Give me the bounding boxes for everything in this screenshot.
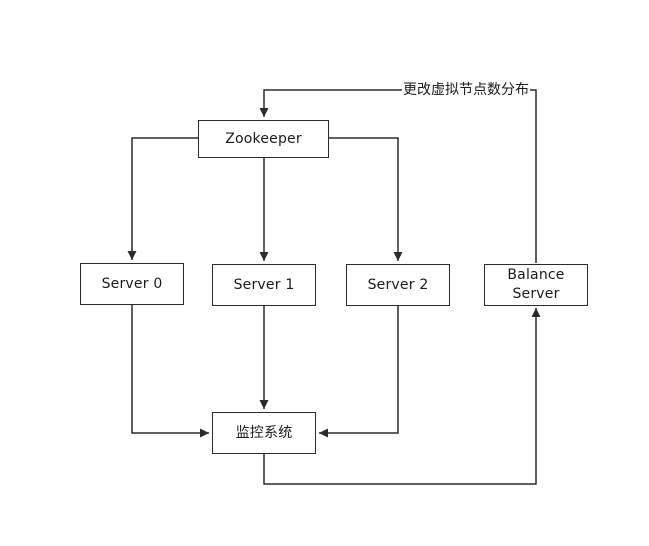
node-monitoring-system-label: 监控系统 [235, 424, 293, 441]
node-balance-server-label-line1: Balance [507, 267, 565, 283]
edge-balance-to-zookeeper [259, 89, 537, 263]
node-monitoring-system: 监控系统 [212, 412, 316, 454]
node-zookeeper-label: Zookeeper [225, 130, 302, 147]
edge-zookeeper-to-server2 [329, 137, 403, 261]
node-server-0-label: Server 0 [101, 275, 163, 292]
node-server-1: Server 1 [212, 264, 316, 306]
node-balance-server: Balance Server [484, 264, 588, 306]
node-zookeeper: Zookeeper [198, 120, 329, 158]
node-server-2-label: Server 2 [367, 276, 429, 293]
edge-monitor-to-balance [263, 308, 541, 485]
node-server-0: Server 0 [80, 263, 184, 305]
node-server-1-label: Server 1 [233, 276, 295, 293]
edge-server0-to-monitor [131, 305, 209, 438]
edge-zookeeper-to-server0 [127, 137, 198, 260]
node-server-2: Server 2 [346, 264, 450, 306]
node-balance-server-label-line2: Server [512, 286, 560, 302]
edge-label-change-virtual-node-distribution: 更改虚拟节点数分布 [402, 82, 530, 98]
edge-server2-to-monitor [319, 306, 399, 438]
